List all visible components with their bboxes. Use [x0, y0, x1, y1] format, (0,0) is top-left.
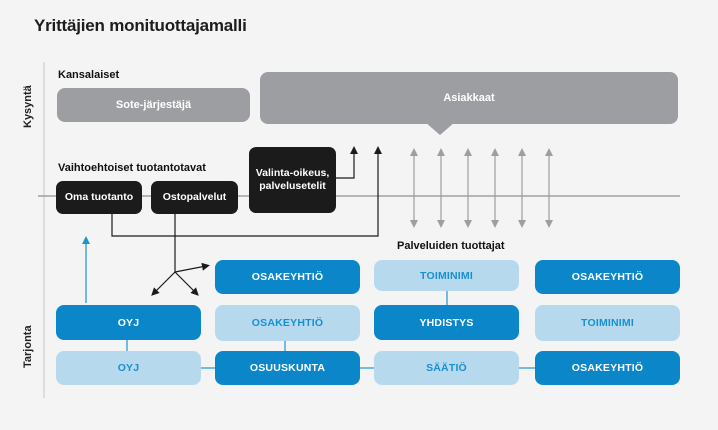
supply-axis-label: Tarjonta — [22, 325, 34, 368]
producer-box: TOIMINIMI — [374, 260, 519, 291]
producer-box: OSAKEYHTIÖ — [535, 351, 680, 385]
page-title: Yrittäjien monituottajamalli — [34, 16, 247, 35]
customers-label: Asiakkaat — [443, 92, 495, 104]
producer-label: TOIMINIMI — [420, 269, 473, 282]
producer-label: OSAKEYHTIÖ — [571, 271, 644, 283]
branch-arrow-side — [174, 262, 210, 273]
producer-box: OYJ — [56, 305, 201, 340]
branch-arrow-right — [174, 271, 199, 296]
producer-box: OYJ — [56, 351, 201, 385]
producer-box: TOIMINIMI — [535, 305, 680, 341]
freedom-of-choice-box: Valinta-oikeus, palvelusetelit — [249, 147, 336, 213]
producer-box: OSAKEYHTIÖ — [215, 305, 360, 341]
valinta-up-arrow — [336, 146, 358, 179]
alternatives-label: Vaihtoehtoiset tuotantotavat — [58, 162, 206, 174]
producer-label: TOIMINIMI — [581, 317, 634, 329]
producer-label: SÄÄTIÖ — [426, 362, 467, 374]
purchased-services-box: Ostopalvelut — [151, 181, 238, 214]
customers-bubble-tail — [425, 122, 455, 135]
organizer-bubble: Sote-järjestäjä — [57, 88, 250, 122]
producer-label: OSAKEYHTIÖ — [571, 362, 644, 374]
producer-box: SÄÄTIÖ — [374, 351, 519, 385]
purchased-services-label: Ostopalvelut — [162, 190, 227, 203]
producer-label: OYJ — [117, 316, 140, 329]
producer-label: OSAKEYHTIÖ — [251, 271, 324, 283]
producer-label: OSUUSKUNTA — [249, 362, 326, 374]
own-production-label: Oma tuotanto — [64, 190, 134, 203]
organizer-label: Sote-järjestäjä — [115, 99, 192, 111]
demand-axis-label: Kysyntä — [22, 85, 34, 128]
producer-label: YHDISTYS — [419, 316, 474, 329]
freedom-of-choice-label: Valinta-oikeus, palvelusetelit — [255, 166, 330, 192]
oma-tuotanto-connector — [111, 146, 382, 237]
branch-arrow-left — [151, 271, 176, 296]
gray-double-arrows — [410, 148, 553, 228]
producers-label: Palveluiden tuottajat — [397, 240, 505, 252]
producer-box: OSAKEYHTIÖ — [535, 260, 680, 294]
own-production-box: Oma tuotanto — [56, 181, 142, 214]
producer-label: OSAKEYHTIÖ — [251, 317, 324, 329]
customers-bubble: Asiakkaat — [260, 72, 678, 124]
producer-label: OYJ — [117, 362, 140, 374]
citizens-label: Kansalaiset — [58, 69, 120, 81]
producer-box: YHDISTYS — [374, 305, 519, 340]
producer-box: OSAKEYHTIÖ — [215, 260, 360, 294]
producer-box: OSUUSKUNTA — [215, 351, 360, 385]
